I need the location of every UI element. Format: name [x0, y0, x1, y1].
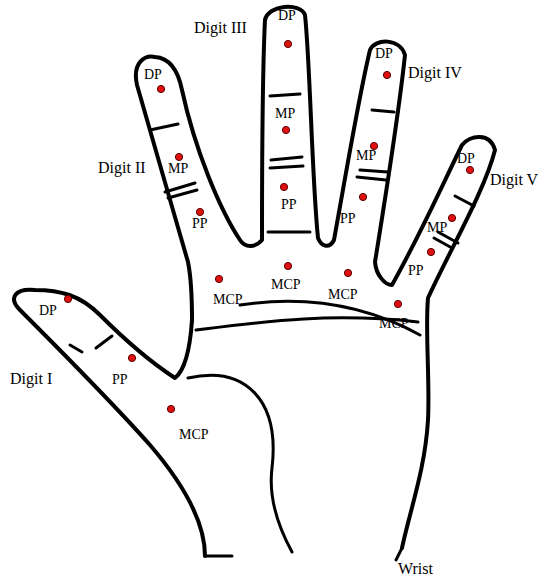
joint-label: DP: [144, 68, 162, 82]
joint-label: MP: [356, 149, 376, 163]
joint-label: PP: [112, 373, 128, 387]
digit-label: Digit II: [98, 160, 146, 176]
joint-label: PP: [340, 212, 356, 226]
wrist-lines: [205, 548, 402, 560]
joint-dots: [64, 40, 473, 412]
joint-label: MCP: [328, 288, 358, 302]
hand-outline: [14, 7, 495, 556]
joint-label: DP: [457, 152, 475, 166]
joint-label: MP: [275, 107, 295, 121]
digit-label: Digit III: [194, 20, 247, 36]
joint-label: MP: [168, 162, 188, 176]
digit-label: Wrist: [398, 561, 433, 577]
joint-label: MCP: [179, 428, 209, 442]
joint-label: PP: [408, 264, 424, 278]
joint-label: DP: [375, 47, 393, 61]
joint-label: DP: [278, 9, 296, 23]
joint-label: PP: [281, 198, 297, 212]
digit-label: Digit I: [10, 371, 52, 387]
joint-label: MCP: [213, 293, 243, 307]
joint-label: MP: [427, 221, 447, 235]
joint-label: MCP: [379, 317, 409, 331]
joint-label: MCP: [271, 278, 301, 292]
joint-label: DP: [39, 304, 57, 318]
digit-label: Digit V: [490, 172, 538, 188]
skin-creases: [70, 94, 474, 552]
digit-label: Digit IV: [408, 65, 462, 81]
joint-label: PP: [192, 217, 208, 231]
